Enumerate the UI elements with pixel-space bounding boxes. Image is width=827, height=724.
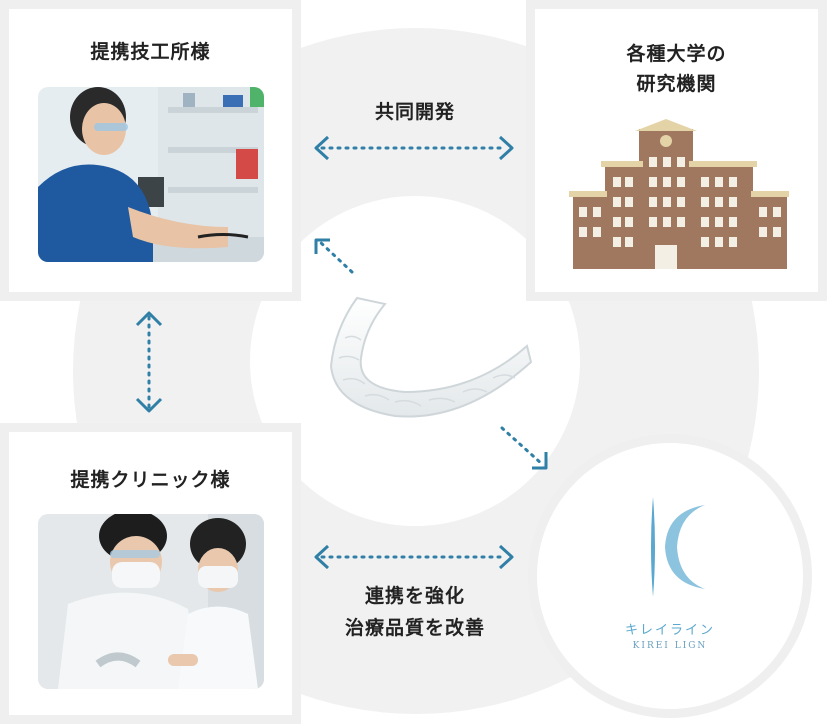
label-collaboration-line2: 治療品質を改善 <box>344 617 485 639</box>
arrow-clinic-logo <box>314 544 514 570</box>
aligner-image <box>329 296 533 418</box>
card-title-dental-lab: 提携技工所様 <box>90 41 211 63</box>
card-title-university-line1: 各種大学の <box>626 43 727 65</box>
arrow-aligner-to-brand <box>500 426 548 470</box>
label-collaboration-line1: 連携を強化 <box>364 585 465 607</box>
brand-name-en: KIREI LIGN <box>632 641 708 651</box>
card-clinic: 提携クリニック様 <box>0 423 301 724</box>
arrow-aligner-to-lab <box>314 238 354 274</box>
brand-logo-circle: キレイライン KIREI LIGN <box>528 434 812 718</box>
card-dental-lab: 提携技工所様 <box>0 0 301 301</box>
dental-lab-photo <box>38 87 264 262</box>
label-collaboration: 連携を強化 治療品質を改善 <box>300 580 530 644</box>
card-title-clinic: 提携クリニック様 <box>70 469 231 491</box>
brand-name-jp: キレイライン <box>624 623 715 638</box>
brand-logo-mark-icon <box>651 497 705 597</box>
label-joint-development: 共同開発 <box>374 101 455 123</box>
arrow-lab-university <box>314 135 514 161</box>
university-building-icon <box>569 119 789 269</box>
card-university: 各種大学の 研究機関 <box>526 0 827 301</box>
clinic-photo <box>38 514 264 689</box>
card-title-university: 各種大学の 研究機関 <box>535 39 818 99</box>
arrow-lab-clinic <box>135 311 163 413</box>
card-title-university-line2: 研究機関 <box>636 73 717 95</box>
